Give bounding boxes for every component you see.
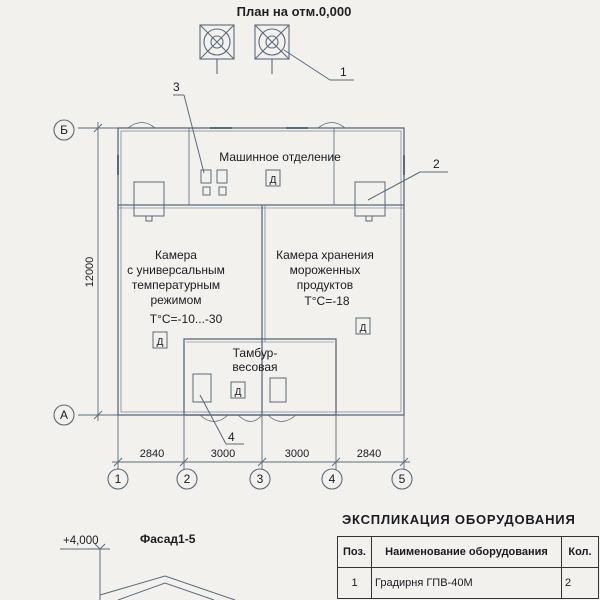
axis-col-4-label: 4 — [329, 472, 336, 486]
callout-2-label: 2 — [433, 157, 440, 171]
dimension-horizontal — [112, 415, 410, 470]
building-walls — [117, 127, 405, 416]
facade-title: Фасад1-5 — [140, 532, 196, 546]
explication-header-row: Поз. Наименование оборудования Кол. — [337, 536, 599, 568]
door-mark-4: Д — [235, 387, 242, 398]
room-universal-line2: с универсальным — [127, 263, 225, 277]
axis-col-3-label: 3 — [257, 472, 264, 486]
room-universal-line1: Камера — [155, 248, 197, 262]
air-cooler-right — [354, 181, 386, 222]
dimension-3-4: 3000 — [285, 448, 309, 460]
header-pos: Поз. — [337, 536, 372, 568]
dimension-1-2: 2840 — [140, 448, 164, 460]
room-universal-line4: режимом — [150, 293, 201, 307]
door-marks — [152, 169, 371, 399]
axis-row-a-bubble — [53, 404, 75, 426]
dimension-4-5: 2840 — [357, 448, 381, 460]
dimension-vertical — [78, 122, 118, 421]
axis-col-4-bubble — [321, 468, 343, 490]
callout-1-leader — [283, 49, 331, 81]
explication-table: Поз. Наименование оборудования Кол. 1 Гр… — [337, 536, 599, 599]
room-tambur-line1: Тамбур- — [233, 346, 278, 360]
callout-3-label: 3 — [173, 80, 180, 94]
cooling-tower-left — [199, 24, 235, 74]
room-machine-label: Машинное отделение — [219, 150, 341, 164]
dimension-vertical-label: 12000 — [84, 257, 96, 288]
door-mark-3: Д — [360, 323, 367, 334]
scales-equipment — [192, 373, 287, 403]
air-cooler-left — [133, 181, 165, 222]
axis-row-a-label: А — [60, 408, 68, 422]
room-frozen-line2: мороженных — [290, 263, 361, 277]
axis-col-2-bubble — [176, 468, 198, 490]
door-mark-2: Д — [157, 337, 164, 348]
explication-title: ЭКСПЛИКАЦИЯ ОБОРУДОВАНИЯ — [342, 512, 576, 527]
cell-name: Градирня ГПВ-40М — [371, 567, 562, 599]
axis-row-b-label: Б — [60, 123, 68, 137]
room-frozen-temp: T°C=-18 — [304, 294, 349, 308]
plan-title: План на отм.0,000 — [236, 4, 352, 19]
dimension-2-3: 3000 — [211, 448, 235, 460]
axis-col-1-bubble — [107, 468, 129, 490]
header-qty: Кол. — [561, 536, 599, 568]
room-tambur-line2: весовая — [232, 360, 277, 374]
compressor-units — [200, 169, 228, 196]
facade-drawing — [60, 543, 236, 600]
room-universal-temp: T°C=-10...-30 — [150, 312, 223, 326]
cooling-tower-right — [254, 24, 290, 74]
windows — [117, 127, 405, 175]
elevation-mark: +4,000 — [63, 535, 99, 547]
header-name: Наименование оборудования — [371, 536, 562, 568]
callout-1-label: 1 — [340, 65, 347, 79]
cell-pos: 1 — [337, 567, 372, 599]
axis-col-3-bubble — [249, 468, 271, 490]
axis-col-5-label: 5 — [399, 472, 406, 486]
table-row: 1 Градирня ГПВ-40М 2 — [337, 567, 599, 599]
room-universal-line3: температурным — [132, 278, 220, 292]
callout-4-label: 4 — [228, 430, 235, 444]
cell-qty: 2 — [561, 567, 599, 599]
axis-row-b-bubble — [53, 119, 75, 141]
axis-col-2-label: 2 — [184, 472, 191, 486]
door-mark-1: Д — [270, 175, 277, 186]
axis-col-5-bubble — [391, 468, 413, 490]
room-frozen-line1: Камера хранения — [276, 248, 374, 262]
axis-col-1-label: 1 — [115, 472, 122, 486]
room-frozen-line3: продуктов — [297, 278, 353, 292]
